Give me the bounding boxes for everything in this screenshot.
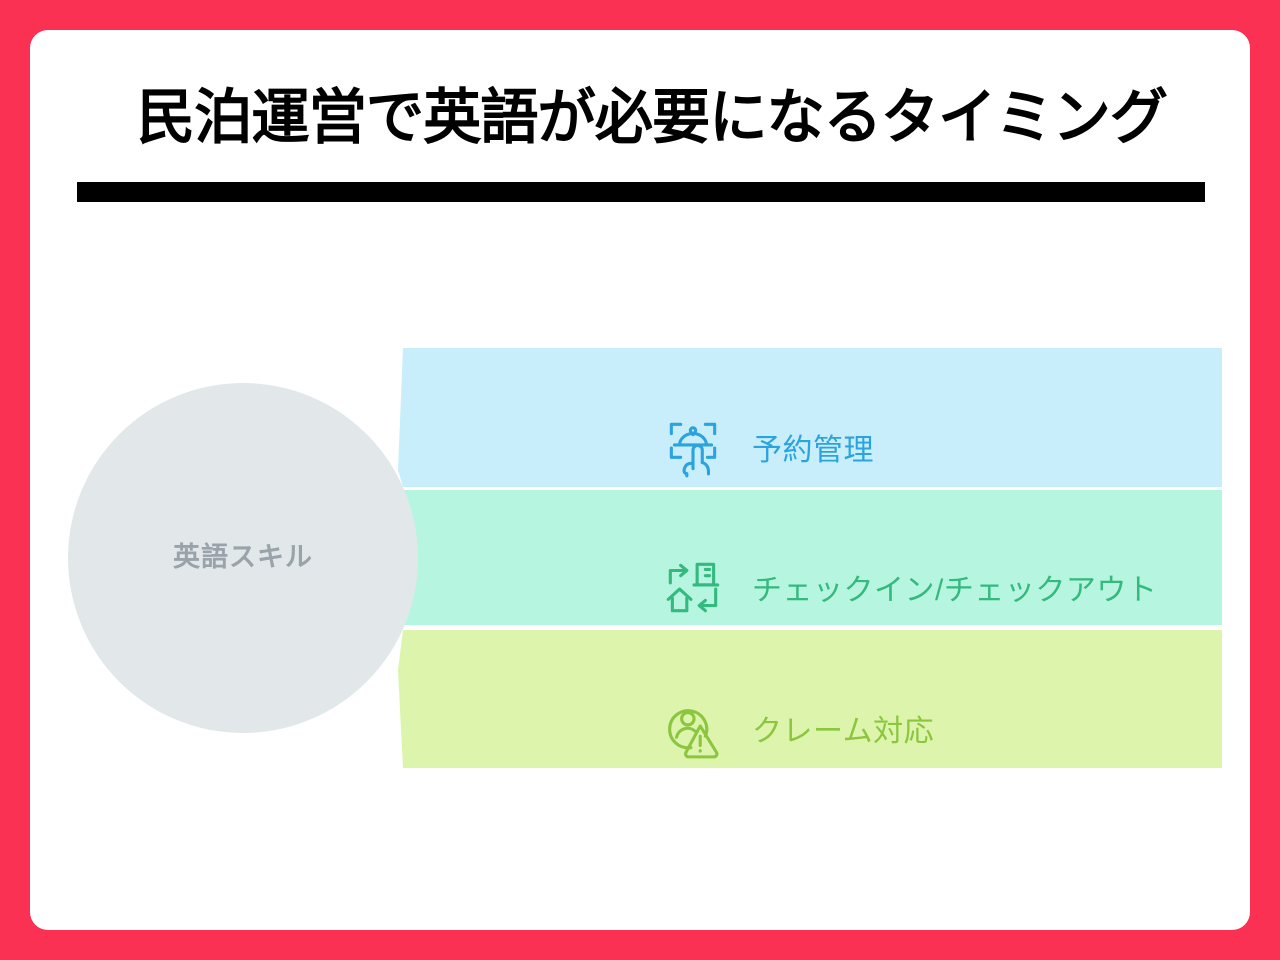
band-shape-checkin[interactable] <box>398 490 1222 625</box>
funnel-diagram <box>30 30 1250 930</box>
band-label-reservation: 予約管理 <box>752 434 874 467</box>
band-shape-reservation[interactable] <box>398 348 1222 487</box>
title-underline-rule <box>77 182 1205 202</box>
check-in-out-arrows-icon <box>666 562 720 613</box>
band-shape-complaint[interactable] <box>398 630 1222 768</box>
concierge-bell-hand-icon <box>669 422 717 478</box>
person-warning-icon <box>668 709 719 759</box>
diagram-svg <box>68 348 1222 768</box>
band-row-complaint[interactable]: クレーム対応 <box>660 688 934 768</box>
band-label-complaint: クレーム対応 <box>752 715 935 748</box>
band-row-checkin[interactable]: チェックイン/チェックアウト <box>660 547 1157 627</box>
page-title: 民泊運営で英語が必要になるタイミング <box>136 84 1168 151</box>
band-label-checkin: チェックイン/チェックアウト <box>752 574 1158 607</box>
band-row-reservation[interactable]: 予約管理 <box>660 407 874 487</box>
hub-circle[interactable] <box>68 383 418 733</box>
content-card: 民泊運営で英語が必要になるタイミング 英語スキル <box>30 30 1250 930</box>
